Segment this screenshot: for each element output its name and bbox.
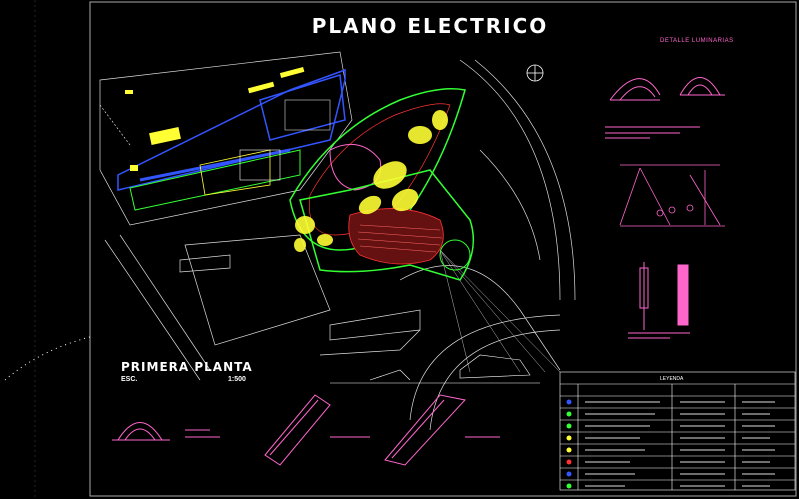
north-arc-dots	[4, 336, 91, 381]
pole-detail	[628, 262, 690, 339]
drawing-frame	[89, 1, 797, 497]
legend-text-lines	[585, 401, 775, 487]
legend-table	[559, 371, 796, 491]
parking-marks	[125, 66, 305, 171]
north-arrow	[526, 64, 544, 82]
detail-title: DETALLE LUMINARIAS	[660, 38, 734, 44]
yellow-room-fills	[294, 110, 448, 252]
luminaire-detail-top	[605, 77, 725, 139]
scale-value: 1:500	[228, 376, 246, 383]
scale-label: ESC.	[121, 376, 138, 383]
bottom-luminaire-details	[112, 394, 500, 466]
building-west-wing	[117, 68, 346, 211]
legend-symbols	[566, 399, 572, 489]
radiating-lines	[439, 249, 561, 373]
lighting-cone-detail	[619, 164, 725, 227]
site-outlines	[99, 51, 576, 431]
drawing-title: PLANO ELECTRICO	[311, 14, 549, 38]
plan-label: PRIMERA PLANTA	[121, 360, 253, 374]
section-detail	[330, 354, 540, 384]
legend-title: LEYENDA	[660, 376, 684, 382]
building-auditorium	[299, 169, 475, 281]
